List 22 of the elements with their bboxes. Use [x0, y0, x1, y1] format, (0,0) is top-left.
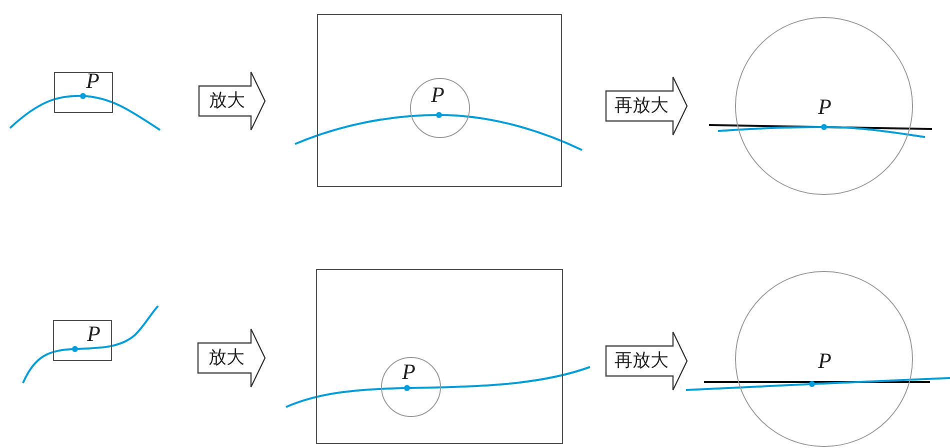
block-arrow [197, 328, 266, 388]
magnifier-circle [410, 78, 470, 138]
edge-label: 放大 [208, 348, 244, 368]
point-label: P [431, 84, 444, 106]
point-label: P [818, 96, 832, 118]
magnifier-circle [381, 357, 441, 417]
edge-label: 再放大 [614, 351, 668, 371]
zoom-frame [316, 269, 563, 444]
edge-label: 再放大 [614, 96, 668, 116]
zoom-frame [317, 14, 562, 187]
block-arrow [605, 331, 688, 391]
magnifier-circle [735, 17, 913, 195]
point-label: P [87, 323, 100, 345]
point-label: P [402, 361, 416, 383]
point-label: P [86, 70, 100, 92]
edge-label: 放大 [209, 91, 245, 111]
magnifier-circle [735, 271, 913, 447]
block-arrow [198, 71, 266, 131]
block-arrow [605, 76, 688, 136]
zoom-box [53, 320, 112, 361]
point-label: P [818, 350, 832, 372]
zoom-box [54, 72, 113, 113]
